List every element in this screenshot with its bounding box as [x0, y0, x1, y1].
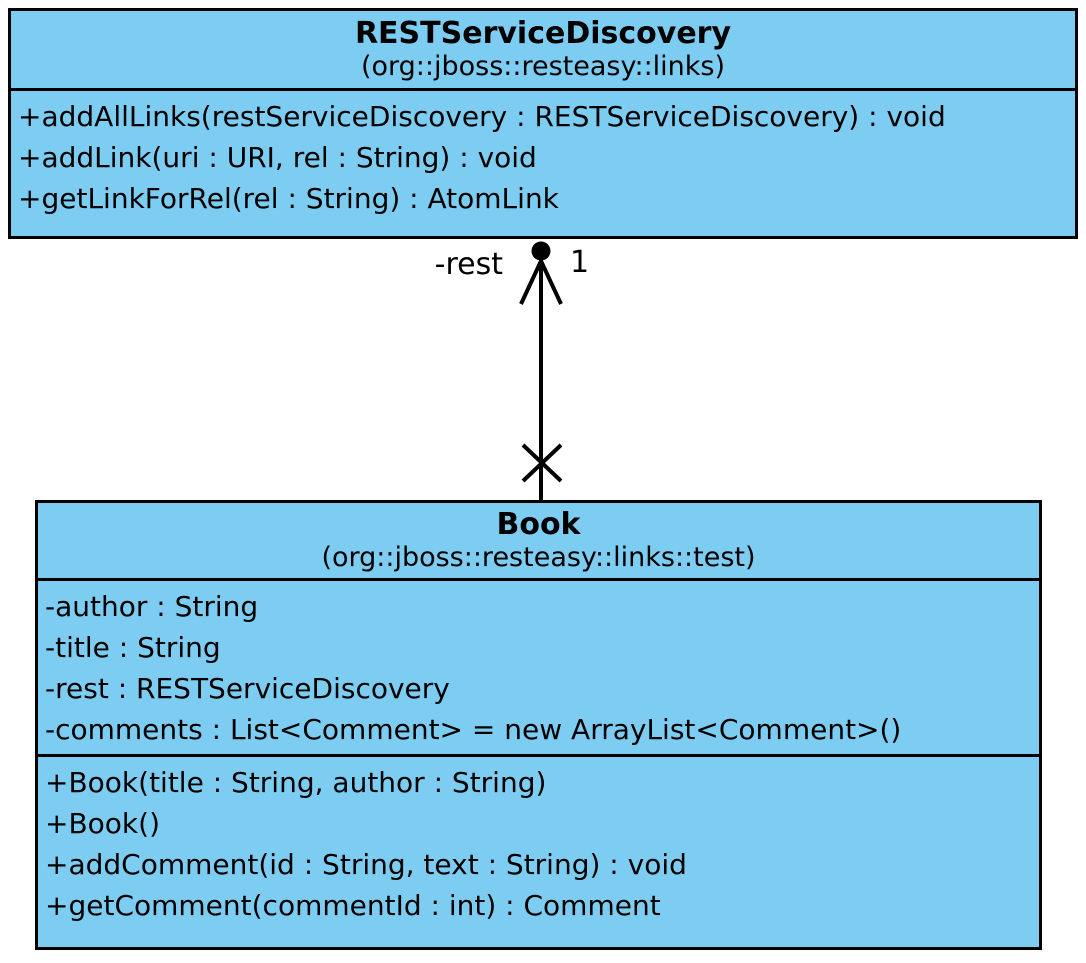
class-package: (org::jboss::resteasy::links)	[360, 51, 726, 82]
arrowhead-right-stroke-icon	[539, 260, 563, 305]
class-methods-compartment: +Book(title : String, author : String) +…	[38, 757, 1039, 947]
method-line: +Book()	[45, 807, 160, 840]
method-line: +Book(title : String, author : String)	[45, 766, 547, 799]
attribute-line: -comments : List<Comment> = new ArrayLis…	[45, 713, 902, 746]
method-line: +addAllLinks(restServiceDiscovery : REST…	[18, 100, 946, 133]
ownership-dot-icon	[531, 241, 551, 261]
method-line: +addLink(uri : URI, rel : String) : void	[18, 141, 537, 174]
class-box-book: Book (org::jboss::resteasy::links::test)…	[35, 500, 1042, 950]
cross-marker-stroke-icon	[521, 443, 563, 483]
cross-marker-stroke-icon	[521, 443, 563, 483]
method-line: +getComment(commentId : int) : Comment	[45, 889, 661, 922]
class-name: Book	[496, 507, 581, 542]
class-package: (org::jboss::resteasy::links::test)	[321, 542, 756, 573]
association-role-label: -rest	[434, 247, 503, 282]
attribute-line: -rest : RESTServiceDiscovery	[45, 672, 450, 705]
method-line: +getLinkForRel(rel : String) : AtomLink	[18, 182, 559, 215]
association-multiplicity-label: 1	[570, 245, 590, 280]
class-attributes-compartment: -author : String -title : String -rest :…	[38, 581, 1039, 757]
arrowhead-left-stroke-icon	[519, 260, 543, 305]
class-box-restservicediscovery: RESTServiceDiscovery (org::jboss::restea…	[8, 8, 1078, 239]
class-methods-compartment: +addAllLinks(restServiceDiscovery : REST…	[11, 91, 1075, 236]
class-title-compartment: Book (org::jboss::resteasy::links::test)	[38, 503, 1039, 581]
method-line: +addComment(id : String, text : String) …	[45, 848, 687, 881]
class-name: RESTServiceDiscovery	[354, 16, 732, 51]
class-title-compartment: RESTServiceDiscovery (org::jboss::restea…	[11, 11, 1075, 91]
attribute-line: -author : String	[45, 590, 259, 623]
attribute-line: -title : String	[45, 631, 221, 664]
